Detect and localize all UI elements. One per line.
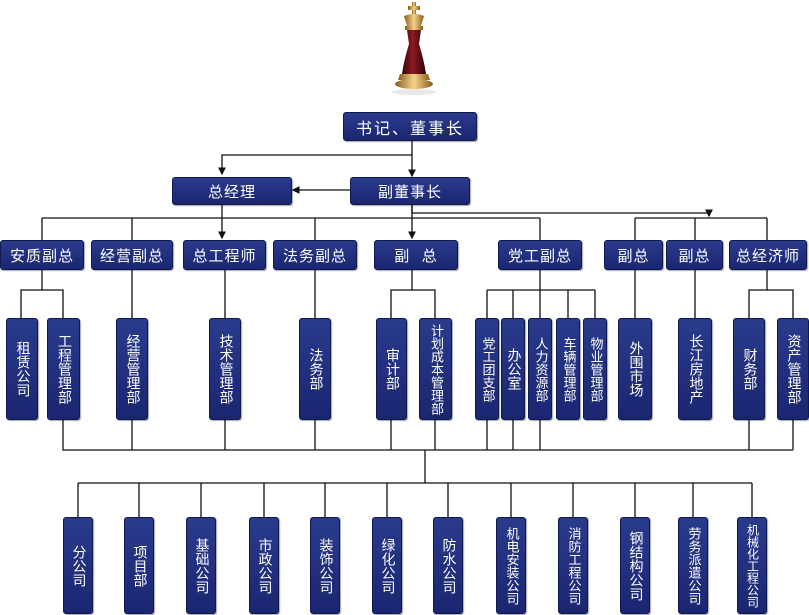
dept-business-management: 经营管理部 (116, 318, 148, 420)
general-manager-box: 总经理 (172, 177, 292, 205)
dept-finance: 财务部 (733, 318, 765, 420)
dept-party-league-branch: 党工团支部 (475, 318, 499, 420)
vp-legal-box: 法务副总 (273, 240, 357, 270)
sub-foundation-company: 基础公司 (186, 517, 216, 614)
dept-office: 办公室 (501, 318, 525, 420)
dept-legal: 法务部 (299, 318, 331, 420)
chief-engineer-box: 总工程师 (183, 240, 266, 270)
dept-external-market: 外围市场 (618, 318, 652, 420)
dept-vehicle-management: 车辆管理部 (556, 318, 580, 420)
sub-mep-installation-company: 机电安装公司 (496, 517, 526, 614)
dept-technical-management: 技术管理部 (209, 318, 241, 420)
vp-general-box: 副 总 (374, 240, 458, 270)
vp-box-2: 副总 (666, 240, 723, 270)
dept-asset-management: 资产管理部 (777, 318, 809, 420)
vice-chairman-box: 副董事长 (350, 177, 470, 205)
sub-labor-dispatch-company: 劳务派遣公司 (678, 517, 708, 614)
sub-waterproofing-company: 防水公司 (433, 517, 463, 614)
sub-greening-company: 绿化公司 (372, 517, 402, 614)
sub-steel-structure-company: 钢结构公司 (620, 517, 650, 614)
chairman-box: 书记、董事长 (343, 112, 477, 141)
chief-economist-box: 总经济师 (729, 240, 807, 270)
sub-branch-company: 分公司 (63, 517, 93, 614)
dept-leasing-company: 租赁公司 (6, 318, 38, 420)
dept-engineering-management: 工程管理部 (47, 318, 80, 420)
sub-fire-engineering-company: 消防工程公司 (558, 517, 588, 614)
chess-king-icon (392, 2, 436, 95)
dept-human-resources: 人力资源部 (528, 318, 552, 420)
sub-municipal-company: 市政公司 (249, 517, 279, 614)
dept-changjiang-real-estate: 长江房地产 (678, 318, 712, 420)
vp-quality-safety-box: 安质副总 (0, 240, 84, 270)
sub-mechanized-engineering-company: 机械化工程公司 (737, 517, 767, 614)
sub-project-department: 项目部 (124, 517, 154, 614)
dept-planning-cost: 计划成本管理部 (419, 318, 452, 420)
vp-party-box: 党工副总 (498, 240, 582, 270)
vp-business-box: 经营副总 (91, 240, 173, 270)
sub-decoration-company: 装饰公司 (310, 517, 340, 614)
dept-property-management: 物业管理部 (583, 318, 607, 420)
dept-audit: 审计部 (376, 318, 407, 420)
vp-box-1: 副总 (604, 240, 663, 270)
